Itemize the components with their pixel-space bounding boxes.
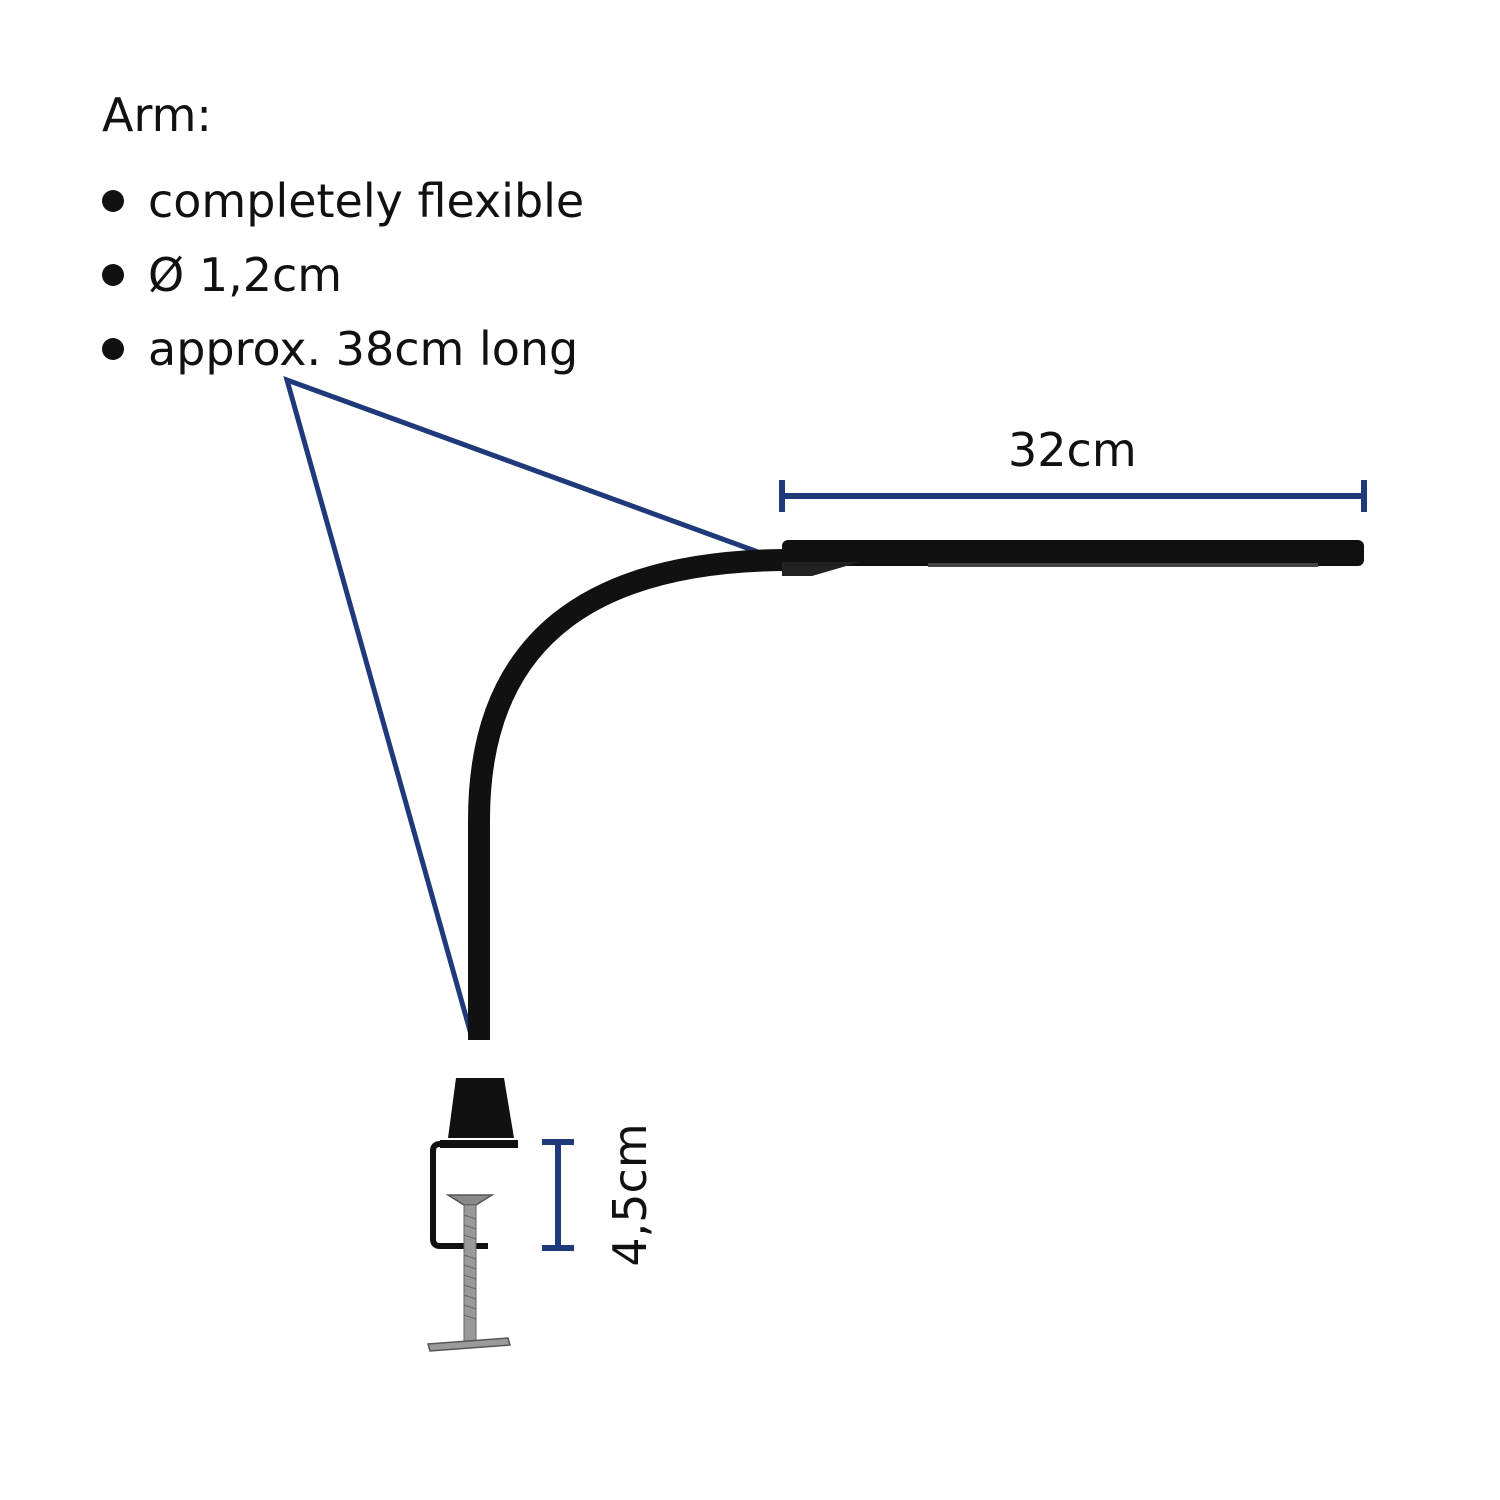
spec-item-length: approx. 38cm long bbox=[102, 312, 584, 386]
spec-item-flexible: completely flexible bbox=[102, 164, 584, 238]
spec-title: Arm: bbox=[102, 88, 212, 142]
spec-item-diameter: Ø 1,2cm bbox=[102, 238, 584, 312]
bullet-icon bbox=[102, 190, 124, 212]
clamp-bracket bbox=[430, 1140, 518, 1249]
length-dimension-line bbox=[779, 480, 1367, 512]
spec-item-label: completely flexible bbox=[148, 174, 585, 228]
bullet-icon bbox=[102, 264, 124, 286]
callout-lines bbox=[283, 375, 759, 1039]
bullet-icon bbox=[102, 338, 124, 360]
arm-spec-block: Arm: completely flexible Ø 1,2cm approx.… bbox=[102, 92, 584, 386]
clamp-screw bbox=[427, 1194, 511, 1352]
clamp-socket bbox=[448, 1078, 514, 1138]
height-dimension-line bbox=[542, 1139, 574, 1251]
length-dimension-label: 32cm bbox=[1008, 423, 1137, 477]
lamp-head bbox=[782, 540, 1364, 576]
flexible-arm bbox=[468, 549, 791, 1040]
spec-item-label: approx. 38cm long bbox=[148, 322, 579, 376]
spec-list: completely flexible Ø 1,2cm approx. 38cm… bbox=[102, 164, 584, 386]
clamp-dimension-label: 4,5cm bbox=[603, 1123, 657, 1267]
spec-item-label: Ø 1,2cm bbox=[148, 248, 343, 302]
